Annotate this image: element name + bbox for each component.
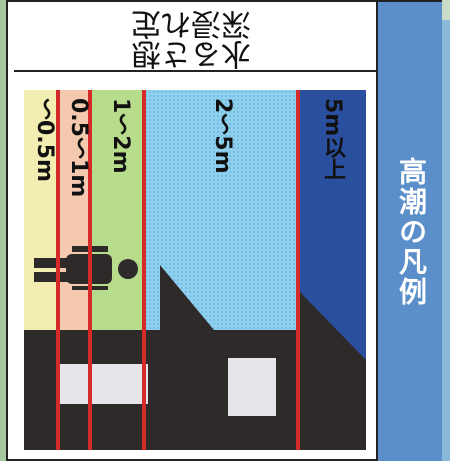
header-text: 想定される浸水深 <box>132 10 257 70</box>
band-label-0.5-1m: 0.5〜1m <box>66 98 91 198</box>
map-background-left <box>0 0 10 461</box>
separator-line <box>88 90 92 450</box>
band-label-2-5m: 2〜5m <box>210 98 235 174</box>
house-window-right <box>228 358 276 416</box>
separator-line <box>56 90 60 450</box>
band-label-0-0.5m: 〜0.5m <box>32 98 57 182</box>
separator-line <box>296 90 300 450</box>
separator-line <box>142 90 146 450</box>
legend-header: 想定される浸水深 <box>14 2 376 72</box>
legend-title-bar: 高潮の凡例 <box>376 2 442 461</box>
band-label-1-2m: 1〜2m <box>108 98 133 174</box>
house-window-left <box>58 364 148 404</box>
house-icon <box>24 265 366 450</box>
person-icon <box>34 246 138 290</box>
header-label: 想定される浸水深 <box>14 2 376 70</box>
legend-title: 高潮の凡例 <box>395 156 428 307</box>
depth-chart: 5m以上 2〜5m 1〜2m 0.5〜1m 〜0.5m <box>24 90 366 450</box>
legend-panel: 想定される浸水深 高潮の凡例 <box>6 0 442 461</box>
band-label-5m-plus: 5m以上 <box>320 98 345 181</box>
